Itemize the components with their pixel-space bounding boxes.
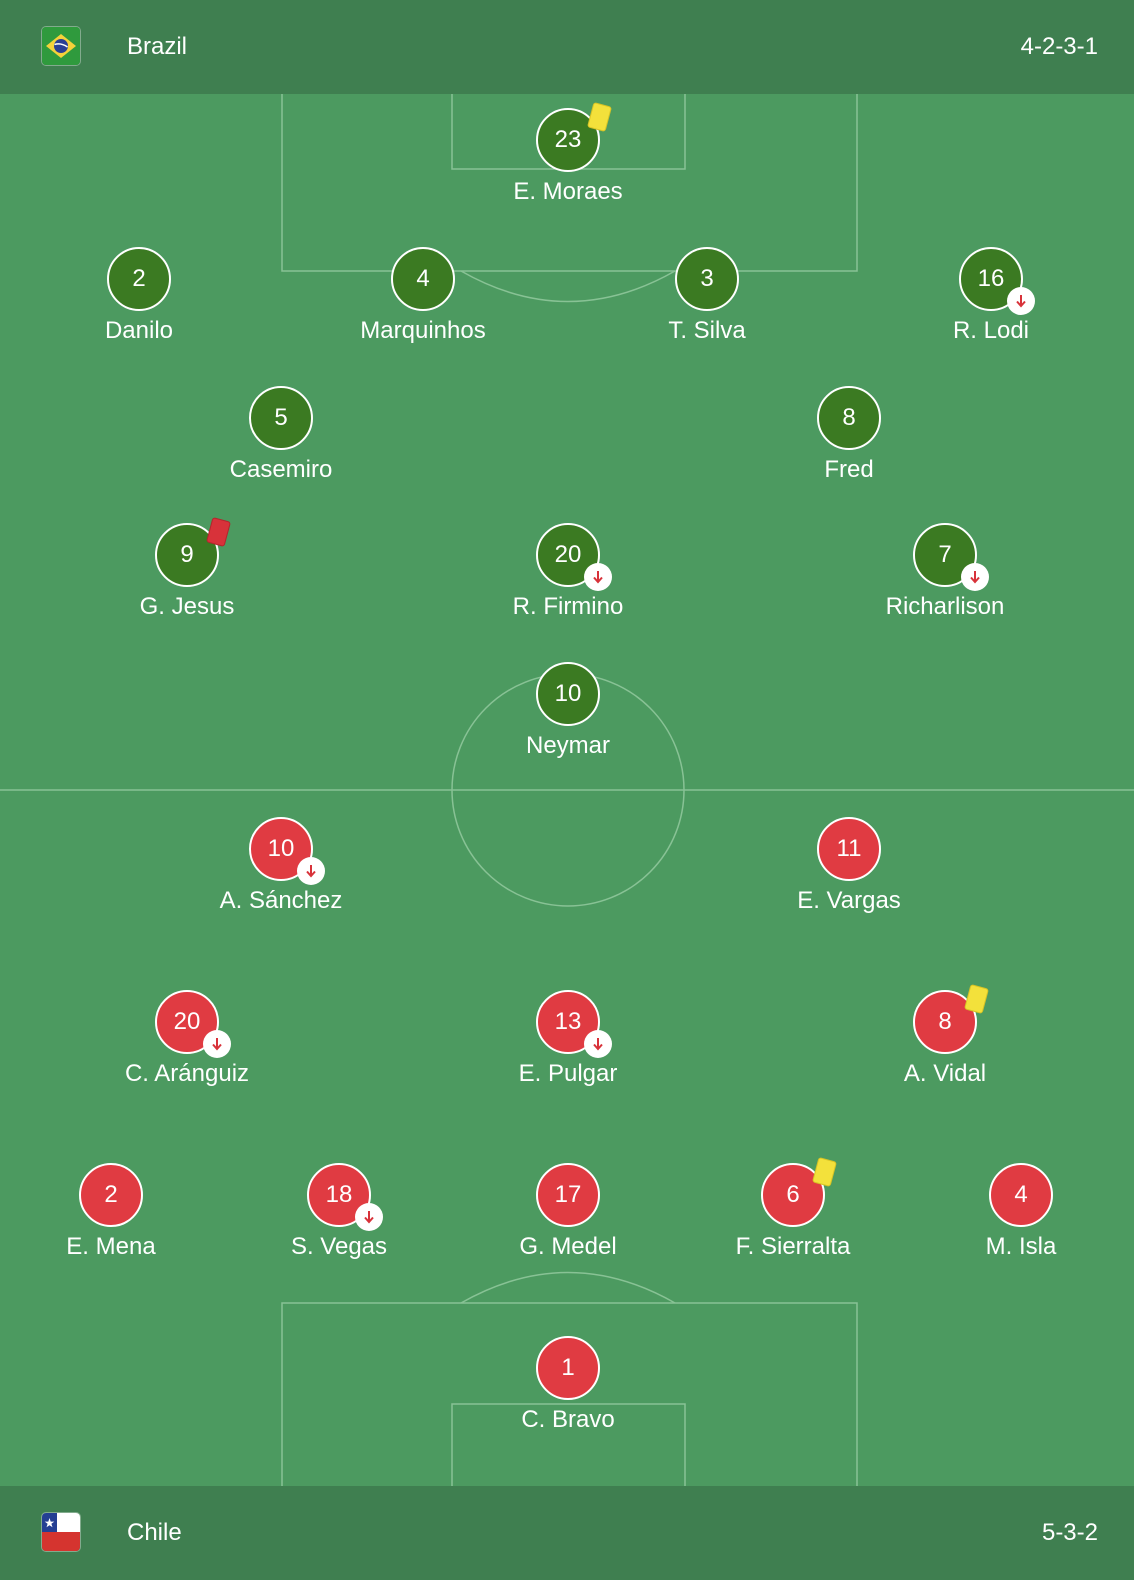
player-name: R. Firmino [512, 593, 624, 620]
home-team-name[interactable]: Brazil [127, 33, 188, 60]
player-number: 10 [536, 662, 600, 726]
substitution-out-icon [297, 857, 325, 885]
player-name: C. Aránguiz [124, 1060, 250, 1087]
player-number: 5 [249, 386, 313, 450]
player-number: 4 [989, 1163, 1053, 1227]
player-name: S. Vegas [290, 1233, 388, 1260]
away-player[interactable]: 4 M. Isla [921, 1163, 1121, 1263]
player-name: R. Lodi [952, 317, 1030, 344]
player-number: 20 [536, 523, 600, 587]
player-name: A. Sánchez [219, 887, 343, 914]
player-number: 1 [536, 1336, 600, 1400]
player-name: Richarlison [885, 593, 1005, 620]
brazil-flag-icon [42, 27, 80, 65]
chile-flag-icon [42, 1513, 80, 1551]
away-player[interactable]: 1 C. Bravo [468, 1336, 668, 1436]
home-player[interactable]: 3 T. Silva [607, 247, 807, 347]
player-name: Fred [824, 456, 874, 483]
player-name: E. Mena [66, 1233, 156, 1260]
home-team-header: Brazil 4-2-3-1 [0, 0, 1134, 94]
player-name: G. Jesus [139, 593, 235, 620]
player-name: M. Isla [985, 1233, 1057, 1260]
player-name: G. Medel [519, 1233, 617, 1260]
home-formation: 4-2-3-1 [1020, 33, 1098, 60]
player-name: Casemiro [229, 456, 333, 483]
substitution-out-icon [203, 1030, 231, 1058]
substitution-out-icon [584, 1030, 612, 1058]
player-name: T. Silva [668, 317, 746, 344]
away-team-name[interactable]: Chile [127, 1519, 182, 1546]
player-number: 4 [391, 247, 455, 311]
player-number: 8 [817, 386, 881, 450]
away-player[interactable]: 2 E. Mena [11, 1163, 211, 1263]
substitution-out-icon [961, 563, 989, 591]
home-player[interactable]: 20 R. Firmino [468, 523, 668, 623]
away-player[interactable]: 17 G. Medel [468, 1163, 668, 1263]
player-name: C. Bravo [521, 1406, 615, 1433]
substitution-out-icon [584, 563, 612, 591]
player-number: 2 [107, 247, 171, 311]
player-name: Neymar [525, 732, 610, 759]
substitution-out-icon [1007, 287, 1035, 315]
player-number: 11 [817, 817, 881, 881]
away-formation: 5-3-2 [1041, 1519, 1098, 1546]
player-name: Marquinhos [360, 317, 486, 344]
player-number: 17 [536, 1163, 600, 1227]
away-team-header: Chile 5-3-2 [0, 1486, 1134, 1580]
player-name: E. Moraes [513, 178, 623, 205]
player-number: 3 [675, 247, 739, 311]
player-name: F. Sierralta [735, 1233, 851, 1260]
player-name: E. Pulgar [518, 1060, 618, 1087]
player-name: A. Vidal [903, 1060, 987, 1087]
player-number: 2 [79, 1163, 143, 1227]
away-player[interactable]: 11 E. Vargas [749, 817, 949, 917]
player-name: Danilo [104, 317, 174, 344]
player-name: E. Vargas [797, 887, 901, 914]
substitution-out-icon [355, 1203, 383, 1231]
